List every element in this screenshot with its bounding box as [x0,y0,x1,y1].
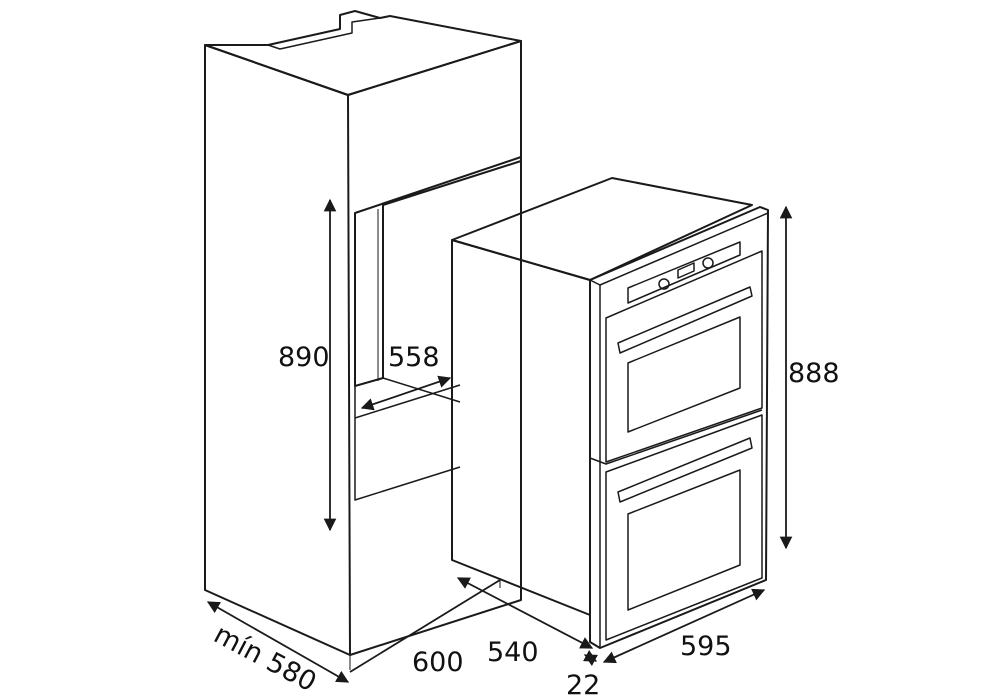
label-front-thickness: 22 [566,670,600,699]
cabinet-front-face [347,40,522,656]
label-cabinet-height: 890 [278,342,330,373]
cabinet-top-face [204,10,522,96]
label-oven-depth: 540 [487,637,539,668]
upper-handle [617,286,753,354]
label-cabinet-depth: 558 [388,342,440,373]
knob-left-icon [658,278,670,290]
oven-front-panel [589,206,769,649]
dimension-lines [206,198,793,683]
upper-door [605,250,763,463]
oven-unit [451,177,769,649]
tall-cabinet [204,10,522,656]
label-min-width: mín 580 [209,619,322,699]
lower-door [605,414,763,641]
control-panel [627,241,741,304]
label-cabinet-width: 600 [412,647,464,678]
lower-handle [617,437,753,503]
label-oven-width: 595 [680,631,732,662]
display-icon [677,262,695,279]
label-oven-height: 888 [788,358,840,389]
knob-right-icon [702,257,714,269]
